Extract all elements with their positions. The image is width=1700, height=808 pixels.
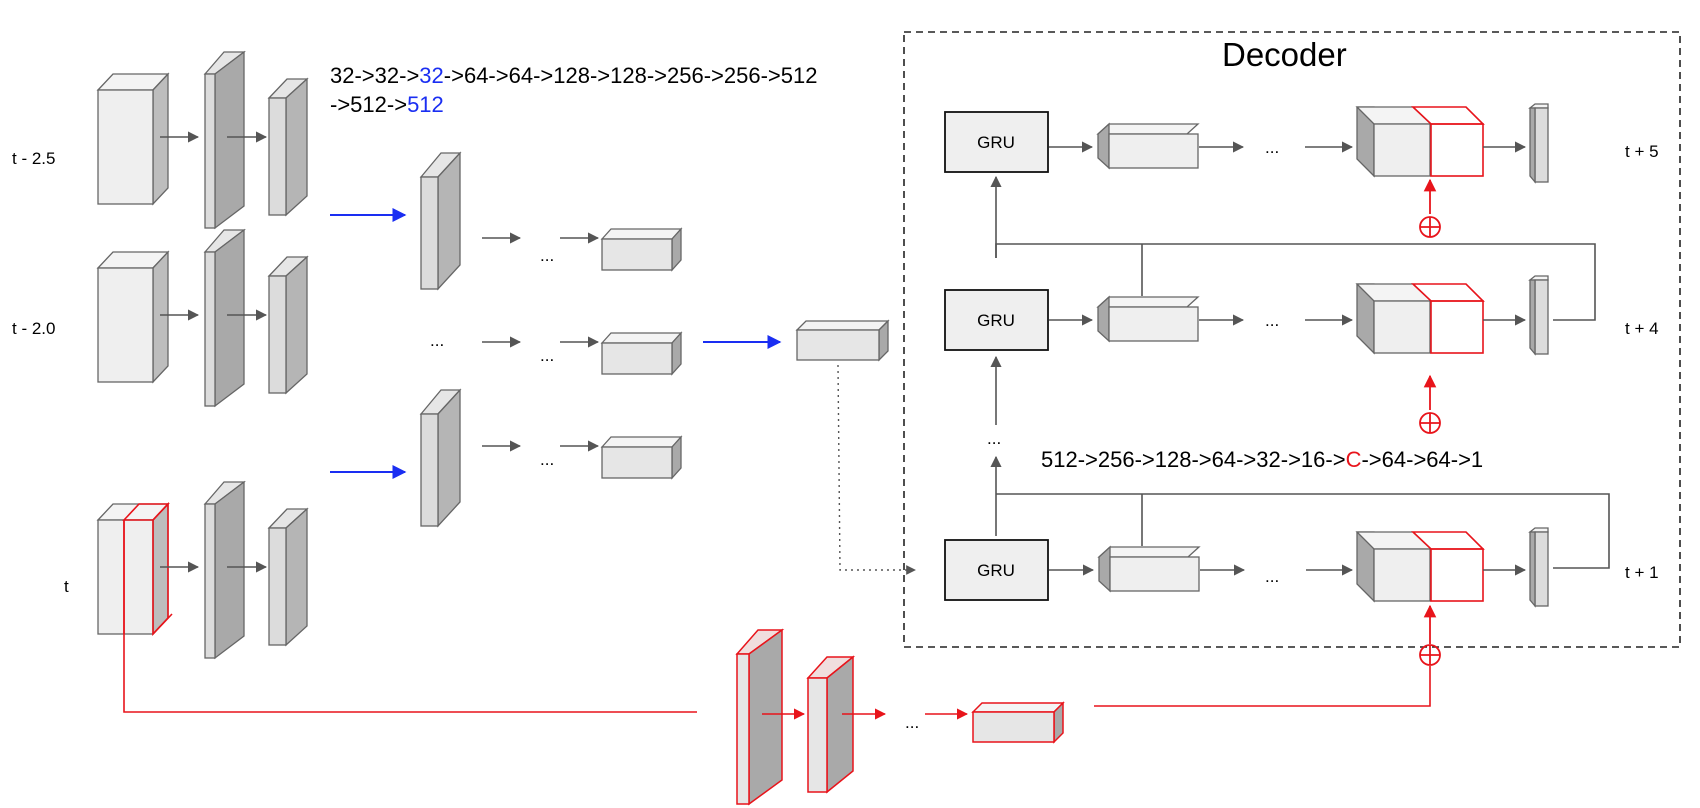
concat-block [1355,531,1433,603]
gru-label: GRU [977,133,1015,152]
timestep-label-t-plus-1: t + 1 [1625,563,1659,582]
red-concat-block [1410,283,1485,354]
encoder-channel-sequence-line1: 32->32->32->64->64->128->128->256->256->… [330,63,817,88]
add-icon [1419,412,1441,434]
encoder-row-t-2-0 [96,228,309,408]
ellipsis: ... [540,450,554,469]
decoder-row-t-plus-5: GRU ... t + 5 [944,103,1659,238]
ellipsis: ... [905,713,919,732]
feature-block [1097,545,1201,593]
input-label-t-2-0: t - 2.0 [12,319,55,338]
feature-block [600,227,683,272]
gru-label: GRU [977,311,1015,330]
gru-cell [944,539,1049,601]
timestep-label-t-plus-5: t + 5 [1625,142,1659,161]
gru-cell [944,111,1049,173]
gru-label: GRU [977,561,1015,580]
hidden-state-line [996,493,1610,569]
ellipsis: ... [1265,567,1279,586]
red-feature-block [971,701,1065,744]
conv-layer-block [203,50,246,230]
input-frame-block [96,250,170,384]
decoder-boundary [903,31,1681,648]
input-label-t-2-5: t - 2.5 [12,149,55,168]
hidden-state-line [995,243,1596,321]
add-icon [1419,216,1441,238]
dotted-connector [837,364,916,575]
decoder-row-t-plus-4: GRU ... t + 4 [944,275,1659,434]
ellipsis: ... [540,346,554,365]
ellipsis: ... [1265,138,1279,157]
ellipsis: ... [1265,311,1279,330]
conv-layer-block [267,255,309,395]
conv-layer-block [267,77,309,217]
red-skip-line [123,520,697,713]
feature-block [1096,122,1200,170]
concat-block [1355,283,1433,355]
feature-block [1096,295,1200,343]
red-concat-block [1410,531,1485,602]
gru-cell [944,289,1049,351]
red-conv-block [735,628,785,806]
input-frame-block [96,72,170,206]
encoder-row-t [96,480,309,660]
concat-block [1355,106,1433,178]
ellipsis: ... [987,429,1001,448]
aggregated-feature-block [795,319,890,362]
decoder-title: Decoder [1222,36,1347,73]
red-concat-block [1410,106,1485,177]
ellipsis: ... [540,246,554,265]
decoder-row-t-plus-1: GRU ... t + 1 [944,527,1659,666]
encoder-channel-sequence-line2: ->512->512 [330,92,444,117]
temporal-conv-block-top [419,151,462,291]
red-conv-block [806,655,856,794]
input-frame-block [96,502,170,636]
conv-layer-block [203,480,246,660]
input-label-t: t [64,577,69,596]
ellipsis: ... [430,331,444,350]
conv-layer-block [267,507,309,647]
decoder-channel-sequence: 512->256->128->64->32->16->C->64->64->1 [1041,447,1483,472]
timestep-label-t-plus-4: t + 4 [1625,319,1659,338]
output-block [1528,527,1549,608]
feature-block [600,435,683,480]
encoder-row-t-2-5 [96,50,309,230]
red-skip-connector [1094,666,1431,707]
conv-layer-block [203,228,246,408]
output-block [1528,275,1549,356]
add-icon [1419,644,1441,666]
temporal-conv-block-bottom [419,388,462,528]
output-block [1528,103,1549,184]
feature-block [600,331,683,376]
